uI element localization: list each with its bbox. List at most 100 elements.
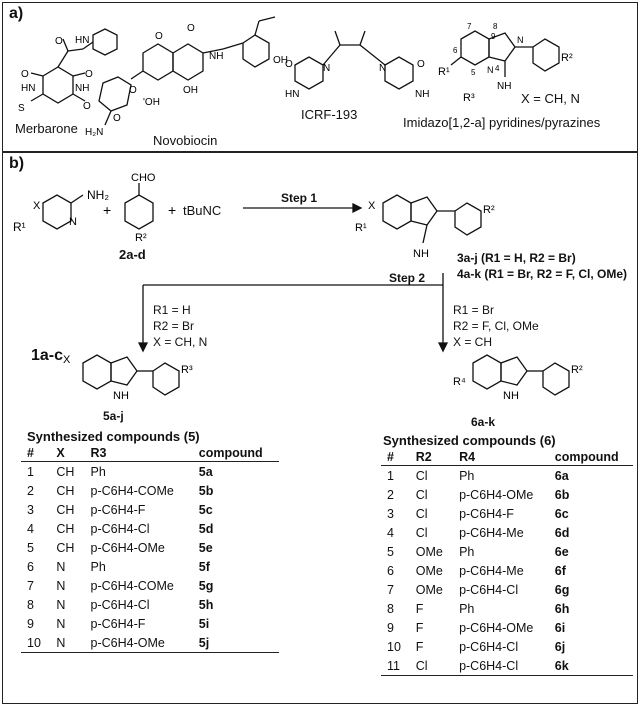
svg-text:R⁴: R⁴ bbox=[453, 376, 466, 388]
reagent-tbunc: tBuNC bbox=[183, 203, 222, 218]
table-cell: 6b bbox=[554, 487, 570, 502]
svg-text:NH: NH bbox=[503, 390, 519, 402]
table-cell: Ph bbox=[459, 468, 475, 483]
table-cell: Ph bbox=[459, 544, 475, 559]
svg-text:R¹: R¹ bbox=[438, 66, 450, 78]
table-cell: 5i bbox=[198, 616, 210, 631]
series4-label: 4a-k (R1 = Br, R2 = F, Cl, OMe) bbox=[457, 267, 628, 281]
svg-text:R²: R² bbox=[561, 52, 573, 64]
table-cell: 5 bbox=[387, 544, 394, 559]
left-condition-3: X = CH, N bbox=[153, 335, 208, 349]
table-cell: p-C6H4-OMe bbox=[90, 540, 165, 555]
svg-text:NH: NH bbox=[415, 89, 429, 100]
table-cell: Cl bbox=[415, 487, 428, 502]
table5-header-num: # bbox=[21, 445, 51, 462]
table-cell: 5a bbox=[198, 464, 213, 479]
table-cell: 6 bbox=[27, 559, 34, 574]
svg-text:S: S bbox=[18, 103, 25, 114]
svg-text:R³: R³ bbox=[463, 92, 475, 104]
table-cell: 5f bbox=[198, 559, 210, 574]
table-cell: 6f bbox=[554, 563, 566, 578]
svg-text:O: O bbox=[129, 85, 137, 96]
table-cell: p-C6H4-Cl bbox=[459, 639, 519, 654]
series3-label: 3a-j (R1 = H, R2 = Br) bbox=[457, 251, 576, 265]
compound-name-novobiocin: Novobiocin bbox=[153, 133, 218, 148]
table-cell: 10 bbox=[387, 639, 401, 654]
right-condition-3: X = CH bbox=[453, 335, 493, 349]
table6-header-compound: compound bbox=[548, 449, 633, 466]
table-cell: F bbox=[415, 601, 424, 616]
svg-text:R²: R² bbox=[571, 364, 583, 376]
svg-text:+: + bbox=[168, 202, 176, 218]
svg-text:NH: NH bbox=[497, 81, 511, 92]
table-cell: 6g bbox=[554, 582, 570, 597]
svg-text:5: 5 bbox=[471, 68, 476, 77]
svg-text:CHO: CHO bbox=[131, 173, 156, 184]
table-cell: Ph bbox=[459, 601, 475, 616]
svg-text:'OH: 'OH bbox=[143, 97, 160, 108]
table5-header-x: X bbox=[50, 445, 85, 462]
svg-text:7: 7 bbox=[467, 22, 472, 31]
svg-text:NH: NH bbox=[113, 390, 129, 402]
compound-name-icrf193: ICRF-193 bbox=[301, 107, 358, 122]
table-cell: 5d bbox=[198, 521, 214, 536]
table-cell: CH bbox=[56, 502, 75, 517]
table-cell: 5h bbox=[198, 597, 214, 612]
compound-name-imidazo: Imidazo[1,2-a] pyridines/pyrazines bbox=[403, 115, 601, 130]
table-cell: 3 bbox=[387, 506, 394, 521]
panel-b: b) bbox=[2, 152, 638, 704]
svg-text:O: O bbox=[187, 23, 195, 34]
table-cell: 6d bbox=[554, 525, 570, 540]
table-row: 5 CH p-C6H4-OMe 5e bbox=[21, 538, 279, 557]
table-cell: Ph bbox=[90, 464, 106, 479]
svg-text:R¹: R¹ bbox=[13, 220, 26, 234]
step1-label: Step 1 bbox=[281, 191, 318, 205]
table-cell: p-C6H4-Cl bbox=[453, 656, 549, 676]
svg-text:O: O bbox=[417, 59, 425, 70]
table-cell: 8 bbox=[27, 597, 34, 612]
table-cell: F bbox=[415, 639, 424, 654]
table-cell: Cl bbox=[415, 525, 428, 540]
table-cell: 4 bbox=[27, 521, 34, 536]
table6-header-r2: R2 bbox=[409, 449, 454, 466]
table6-header-r4: R4 bbox=[453, 449, 549, 466]
panel-b-label: b) bbox=[9, 155, 25, 172]
table-cell: p-C6H4-F bbox=[90, 502, 146, 517]
table-cell: 3 bbox=[27, 502, 34, 517]
svg-text:NH: NH bbox=[75, 83, 89, 94]
table-cell: 2 bbox=[387, 487, 394, 502]
series-1ac-label: 1a-c bbox=[31, 347, 64, 364]
table-cell: Cl bbox=[415, 506, 428, 521]
svg-text:R³: R³ bbox=[181, 364, 193, 376]
table-cell: 9 bbox=[387, 620, 394, 635]
svg-text:HN: HN bbox=[285, 89, 299, 100]
svg-text:+: + bbox=[103, 202, 111, 218]
svg-text:6: 6 bbox=[453, 46, 458, 55]
table-cell: 5 bbox=[27, 540, 34, 555]
svg-text:R²: R² bbox=[483, 204, 495, 216]
svg-text:8: 8 bbox=[493, 22, 498, 31]
table-cell: 6j bbox=[554, 639, 566, 654]
table-cell: 6h bbox=[554, 601, 570, 616]
svg-text:HN: HN bbox=[21, 83, 35, 94]
table-cell: 5b bbox=[198, 483, 214, 498]
table-cell: 6e bbox=[554, 544, 569, 559]
table-cell: OMe bbox=[415, 544, 443, 559]
table-cell: CH bbox=[56, 540, 75, 555]
svg-text:NH: NH bbox=[209, 51, 223, 62]
table-cell: 5e bbox=[198, 540, 213, 555]
table-cell: p-C6H4-COMe bbox=[90, 483, 174, 498]
svg-text:X: X bbox=[33, 200, 41, 212]
table-cell: Cl bbox=[415, 468, 428, 483]
